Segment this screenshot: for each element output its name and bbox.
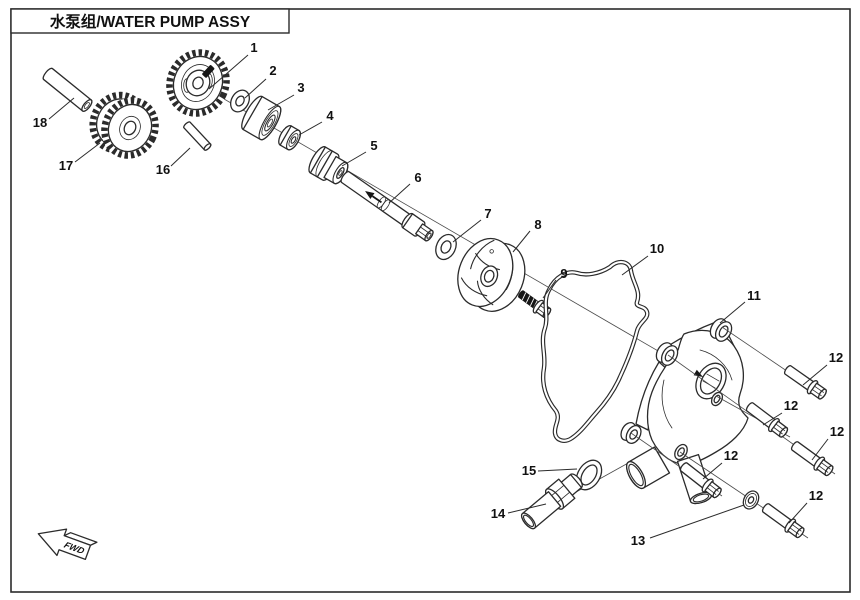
leader-line bbox=[507, 503, 547, 514]
part-number-label: 12 bbox=[829, 350, 843, 365]
callout-12: 12 bbox=[802, 350, 843, 386]
leader-line bbox=[762, 412, 783, 426]
part-2-washer bbox=[230, 89, 250, 113]
leader-line bbox=[267, 94, 295, 111]
leader-line bbox=[537, 468, 578, 472]
part-number-label: 12 bbox=[784, 398, 798, 413]
part-15-o-ring bbox=[575, 459, 603, 491]
leader-line bbox=[388, 183, 411, 204]
callout-13: 13 bbox=[631, 504, 745, 548]
leader-line bbox=[208, 54, 249, 90]
part-number-label: 2 bbox=[269, 63, 276, 78]
part-14-pipe-joint bbox=[520, 473, 583, 530]
callout-12: 12 bbox=[702, 448, 738, 480]
callout-16: 16 bbox=[156, 147, 191, 177]
part-number-label: 6 bbox=[414, 170, 421, 185]
part-number-label: 9 bbox=[560, 266, 567, 281]
callout-8: 8 bbox=[512, 217, 542, 253]
leader-line bbox=[298, 121, 323, 136]
part-number-label: 12 bbox=[830, 424, 844, 439]
assembly-axis-lines bbox=[211, 91, 704, 517]
part-number-label: 4 bbox=[326, 108, 334, 123]
callout-17: 17 bbox=[59, 142, 101, 173]
bolt-12-c bbox=[788, 437, 837, 479]
leader-line bbox=[341, 151, 367, 167]
fwd-marker: FWD bbox=[37, 528, 98, 560]
leader-line bbox=[719, 301, 746, 324]
leader-line bbox=[452, 219, 482, 243]
bolt-12-a bbox=[781, 361, 830, 403]
leader-line bbox=[811, 438, 829, 461]
callout-15: 15 bbox=[522, 463, 578, 478]
leader-line bbox=[542, 279, 557, 299]
callout-1: 1 bbox=[208, 40, 258, 90]
part-16-pin bbox=[183, 121, 212, 151]
callout-12: 12 bbox=[811, 424, 844, 461]
fwd-arrow bbox=[37, 528, 92, 560]
leader-line bbox=[802, 364, 828, 386]
part-1-gear bbox=[166, 49, 230, 117]
part-number-label: 18 bbox=[33, 115, 47, 130]
part-4-seal bbox=[278, 125, 301, 151]
leader-line bbox=[702, 462, 723, 480]
callout-7: 7 bbox=[452, 206, 492, 243]
keyway-mark bbox=[202, 65, 215, 78]
part-18-shaft bbox=[42, 67, 93, 112]
part-13-washer bbox=[742, 490, 760, 510]
part-number-label: 7 bbox=[484, 206, 491, 221]
part-6-pump-shaft bbox=[340, 171, 434, 242]
callout-10: 10 bbox=[621, 241, 664, 276]
bolt-12-e bbox=[759, 499, 808, 541]
part-number-label: 11 bbox=[747, 288, 761, 303]
part-number-label: 5 bbox=[370, 138, 377, 153]
housing-boss-left bbox=[655, 342, 679, 366]
direction-arrow-mark bbox=[365, 190, 375, 200]
leader-line bbox=[244, 78, 267, 99]
part-3-bearing bbox=[241, 95, 282, 141]
callout-18: 18 bbox=[33, 97, 75, 130]
housing-seal-bore bbox=[695, 362, 727, 400]
part-number-label: 12 bbox=[809, 488, 823, 503]
leader-line bbox=[48, 97, 75, 120]
part-number-label: 3 bbox=[297, 80, 304, 95]
part-number-label: 10 bbox=[650, 241, 664, 256]
part-10-gasket bbox=[540, 259, 650, 443]
callout-9: 9 bbox=[542, 266, 568, 299]
part-7-washer bbox=[435, 233, 457, 261]
leader-line bbox=[512, 230, 531, 253]
part-number-label: 15 bbox=[522, 463, 536, 478]
part-number-label: 1 bbox=[250, 40, 257, 55]
part-number-label: 8 bbox=[534, 217, 541, 232]
housing-outlet-stub bbox=[625, 446, 671, 490]
part-17-gear bbox=[89, 91, 159, 159]
leader-line bbox=[788, 502, 808, 524]
part-number-label: 14 bbox=[491, 506, 506, 521]
callout-3: 3 bbox=[267, 80, 305, 111]
callout-14: 14 bbox=[491, 503, 547, 521]
leader-line bbox=[170, 147, 191, 167]
impeller-balance-hole bbox=[489, 249, 494, 254]
part-number-label: 12 bbox=[724, 448, 738, 463]
diagram-title: 水泵组/WATER PUMP ASSY bbox=[50, 12, 251, 31]
housing-boss-upper bbox=[709, 318, 733, 342]
title-box bbox=[10, 8, 290, 34]
part-number-label: 16 bbox=[156, 162, 170, 177]
leader-line bbox=[74, 142, 101, 163]
part-number-label: 13 bbox=[631, 533, 645, 548]
leader-line bbox=[621, 255, 649, 276]
diagram-border bbox=[10, 8, 851, 593]
callout-11: 11 bbox=[719, 288, 761, 324]
callout-12: 12 bbox=[788, 488, 823, 524]
callout-4: 4 bbox=[298, 108, 334, 136]
part-11-pump-housing bbox=[620, 318, 749, 505]
callout-5: 5 bbox=[341, 138, 378, 167]
callout-6: 6 bbox=[388, 170, 422, 204]
part-number-label: 17 bbox=[59, 158, 73, 173]
callout-2: 2 bbox=[244, 63, 277, 99]
part-8-impeller bbox=[457, 237, 526, 312]
leader-line bbox=[649, 504, 745, 539]
callout-12: 12 bbox=[762, 398, 798, 426]
